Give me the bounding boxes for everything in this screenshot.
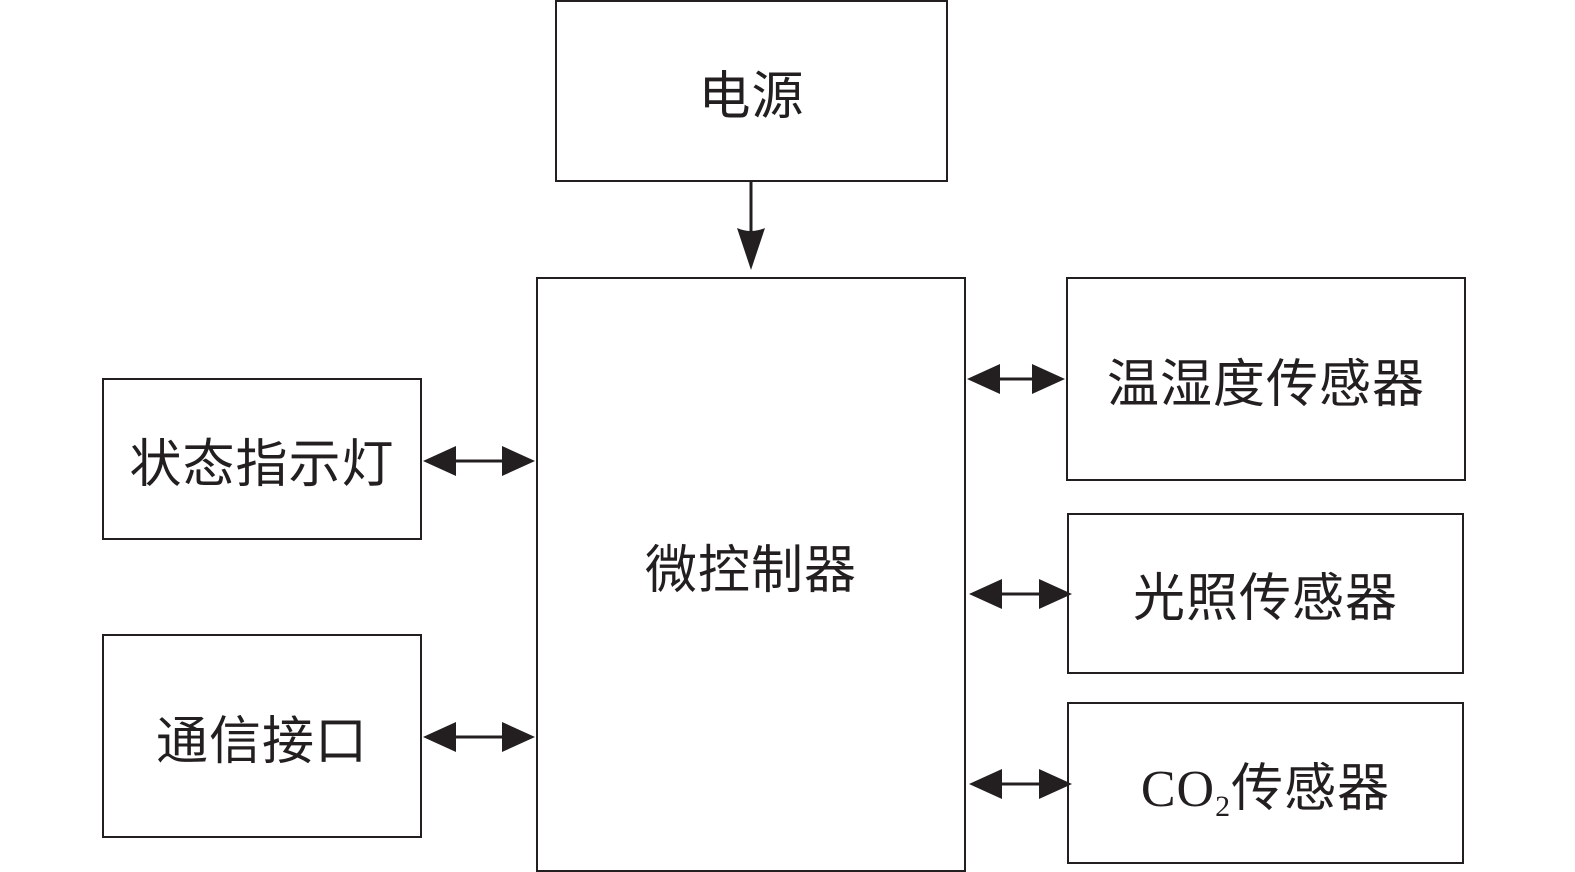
- co2-sensor-box: CO2传感器: [1067, 702, 1464, 864]
- mcu-box: 微控制器: [536, 277, 966, 872]
- temp-humidity-sensor-label: 温湿度传感器: [1106, 354, 1425, 415]
- co2-subscript: 2: [1215, 789, 1232, 823]
- light-sensor-label: 光照传感器: [1132, 569, 1398, 629]
- arrow-comm-interface-mcu: [423, 722, 535, 752]
- arrow-mcu-temp-humidity: [967, 364, 1065, 394]
- arrow-status-light-mcu: [423, 446, 535, 476]
- co2-prefix: CO: [1140, 760, 1216, 818]
- temp-humidity-sensor-box: 温湿度传感器: [1066, 277, 1466, 481]
- light-sensor-box: 光照传感器: [1067, 513, 1464, 674]
- status-light-box: 状态指示灯: [102, 378, 422, 540]
- status-light-label: 状态指示灯: [129, 434, 395, 495]
- co2-suffix: 传感器: [1231, 758, 1391, 819]
- arrow-power-to-mcu: [737, 182, 765, 270]
- comm-interface-box: 通信接口: [102, 634, 422, 838]
- arrow-mcu-co2-sensor: [969, 769, 1072, 799]
- mcu-label: 微控制器: [644, 541, 857, 601]
- power-box: 电源: [555, 0, 948, 182]
- arrow-mcu-light-sensor: [969, 579, 1072, 609]
- comm-interface-label: 通信接口: [155, 711, 368, 772]
- co2-sensor-label: CO2传感器: [1140, 746, 1391, 823]
- power-label: 电源: [698, 66, 805, 127]
